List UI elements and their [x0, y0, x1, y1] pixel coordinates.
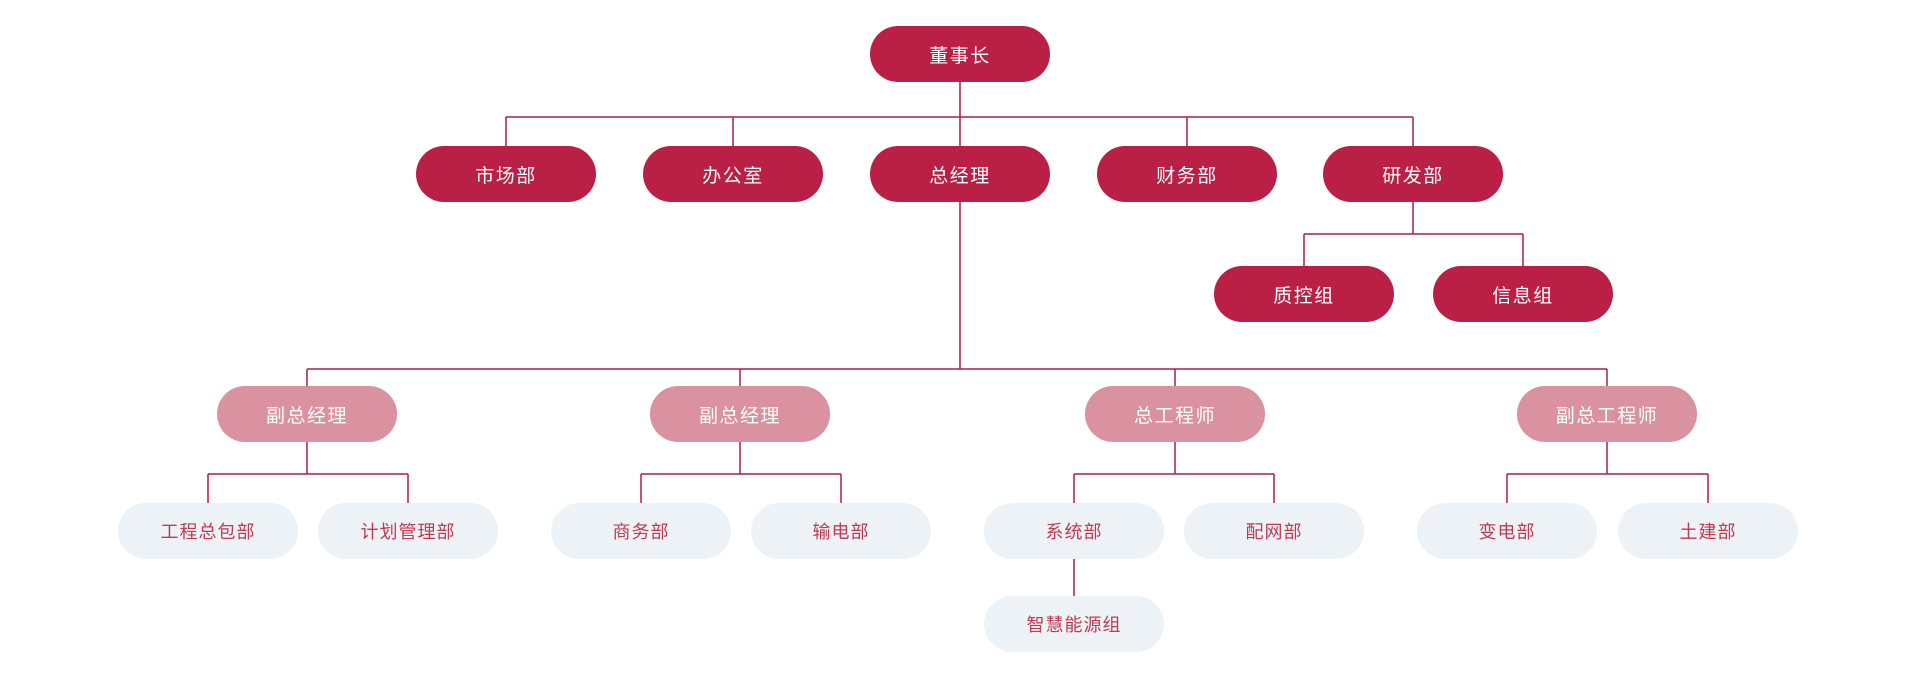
- org-node-office: 办公室: [643, 146, 823, 202]
- org-node-substation-dept: 变电部: [1417, 503, 1597, 559]
- org-node-general-manager: 总经理: [870, 146, 1050, 202]
- org-node-commerce-dept: 商务部: [551, 503, 731, 559]
- org-node-chief-engineer: 总工程师: [1085, 386, 1265, 442]
- org-node-plan-management-dept: 计划管理部: [318, 503, 498, 559]
- org-node-rd-dept: 研发部: [1323, 146, 1503, 202]
- org-node-system-dept: 系统部: [984, 503, 1164, 559]
- org-node-chairman: 董事长: [870, 26, 1050, 82]
- org-node-deputy-gm-2: 副总经理: [650, 386, 830, 442]
- org-node-civil-dept: 土建部: [1618, 503, 1798, 559]
- org-node-epc-dept: 工程总包部: [118, 503, 298, 559]
- org-node-smart-energy-group: 智慧能源组: [984, 596, 1164, 652]
- org-node-finance-dept: 财务部: [1097, 146, 1277, 202]
- connector-path: [207, 82, 1709, 596]
- org-node-deputy-gm-1: 副总经理: [217, 386, 397, 442]
- org-node-information-group: 信息组: [1433, 266, 1613, 322]
- org-node-quality-control-group: 质控组: [1214, 266, 1394, 322]
- org-node-deputy-chief-engineer: 副总工程师: [1517, 386, 1697, 442]
- org-node-transmission-dept: 输电部: [751, 503, 931, 559]
- org-node-distribution-dept: 配网部: [1184, 503, 1364, 559]
- org-node-marketing-dept: 市场部: [416, 146, 596, 202]
